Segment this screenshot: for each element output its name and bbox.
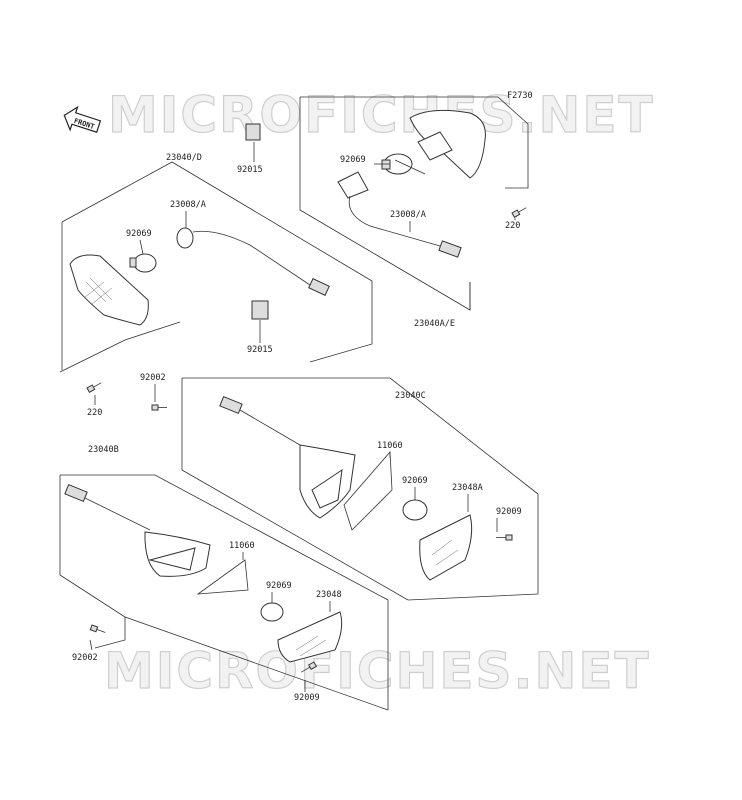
part-label-92002-mid: 92002 xyxy=(140,373,166,383)
part-label-92015-top: 92015 xyxy=(237,165,263,175)
assembly-23040ae xyxy=(299,96,529,311)
part-label-23040d: 23040/D xyxy=(166,153,202,163)
part-label-220-left: 220 xyxy=(87,408,102,418)
part-label-92069-bottom: 92069 xyxy=(266,581,292,591)
front-arrow-icon: FRONT xyxy=(63,105,102,133)
leader-lines xyxy=(89,142,516,692)
assembly-23040c xyxy=(151,377,539,601)
watermark-top: MICROFICHES.NET xyxy=(108,86,655,144)
part-label-92069-right: 92069 xyxy=(402,476,428,486)
part-label-23040c: 23040C xyxy=(395,391,426,401)
screw-icon xyxy=(86,382,102,394)
part-label-23048a: 23048A xyxy=(452,483,483,493)
part-label-23048: 23048 xyxy=(316,590,342,600)
figure-code: F2730 xyxy=(507,91,533,101)
screw-icon xyxy=(151,404,167,411)
part-label-92069-left: 92069 xyxy=(126,229,152,239)
screw-icon xyxy=(496,534,513,541)
part-label-92009-right: 92009 xyxy=(496,507,522,517)
part-label-220-right: 220 xyxy=(505,221,520,231)
watermark-bottom: MICROFICHES.NET xyxy=(104,642,651,700)
part-label-92069-top: 92069 xyxy=(340,155,366,165)
part-label-92015-mid: 92015 xyxy=(247,345,273,355)
part-label-11060-right: 11060 xyxy=(377,441,403,451)
part-label-23040ae: 23040A/E xyxy=(414,319,455,329)
part-label-92009-bottom: 92009 xyxy=(294,693,320,703)
part-label-23008a-left: 23008/A xyxy=(170,200,206,210)
screw-icon xyxy=(511,207,527,219)
part-label-23008a-right: 23008/A xyxy=(390,210,426,220)
assembly-23040d xyxy=(59,123,373,394)
part-label-23040b: 23040B xyxy=(88,445,119,455)
screw-icon xyxy=(89,624,106,633)
screw-icon xyxy=(301,661,318,673)
part-label-92002-bottom: 92002 xyxy=(72,653,98,663)
assembly-23040b xyxy=(59,474,389,711)
part-label-11060-left: 11060 xyxy=(229,541,255,551)
